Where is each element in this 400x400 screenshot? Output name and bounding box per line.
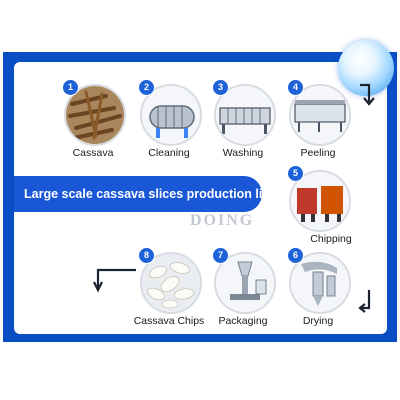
step-1-label: Cassava — [72, 147, 114, 159]
cassava-roots-image — [64, 84, 126, 146]
glossy-sphere-decoration — [338, 40, 394, 96]
arrow-down-icon — [358, 290, 371, 313]
cleaning-machine-image — [140, 84, 202, 146]
step-4-label: Peeling — [300, 147, 336, 159]
arrow-down-icon — [360, 83, 375, 106]
step-8-label: Cassava Chips — [133, 315, 205, 327]
step-5-label: Chipping — [310, 233, 352, 245]
step-2-label: Cleaning — [148, 147, 190, 159]
step-2-number-badge: 2 — [138, 79, 155, 96]
step-7-number-badge: 7 — [212, 247, 229, 264]
step-5-number-badge: 5 — [287, 165, 304, 182]
step-6-label: Drying — [302, 315, 334, 327]
step-3-number-badge: 3 — [212, 79, 229, 96]
chipping-machine-image — [289, 170, 351, 232]
doing-watermark: DOING — [190, 212, 255, 229]
step-1-number-badge: 1 — [62, 79, 79, 96]
step-7-label: Packaging — [218, 315, 268, 327]
step-6-number-badge: 6 — [287, 247, 304, 264]
step-4-number-badge: 4 — [287, 79, 304, 96]
page-title-banner: Large scale cassava slices production li… — [14, 176, 277, 212]
step-8-number-badge: 8 — [138, 247, 155, 264]
step-3-label: Washing — [222, 147, 264, 159]
arrow-left-icon — [93, 268, 136, 293]
